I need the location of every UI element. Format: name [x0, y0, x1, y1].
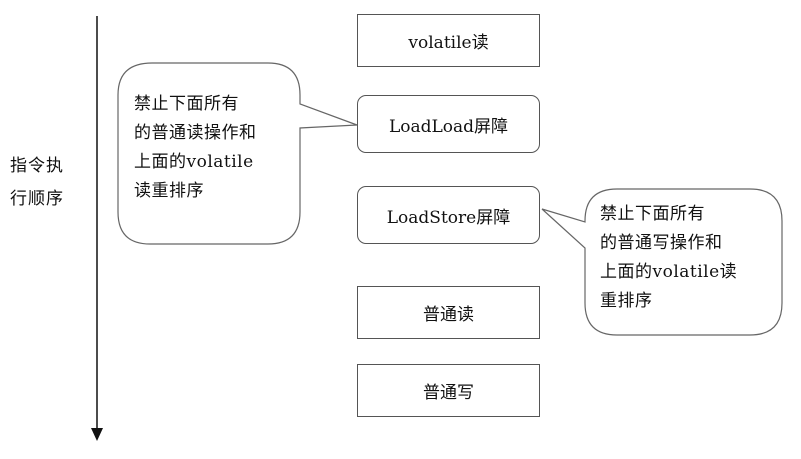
right-callout-text: 禁止下面所有 的普通写操作和 上面的volatile读 重排序	[600, 204, 738, 311]
left-callout-bubble	[117, 62, 358, 245]
execution-order-label: 指令执 行顺序	[10, 156, 64, 209]
left-callout-text: 禁止下面所有 的普通读操作和 上面的volatile 读重排序	[134, 94, 257, 201]
loadload-barrier-box: LoadLoad屏障	[357, 95, 540, 153]
normal-read-box: 普通读	[357, 286, 540, 339]
axis-arrowhead	[91, 428, 103, 441]
loadstore-barrier-box: LoadStore屏障	[357, 186, 540, 244]
volatile-read-box: volatile读	[357, 14, 540, 67]
normal-write-box: 普通写	[357, 364, 540, 417]
right-callout-bubble	[541, 188, 783, 336]
